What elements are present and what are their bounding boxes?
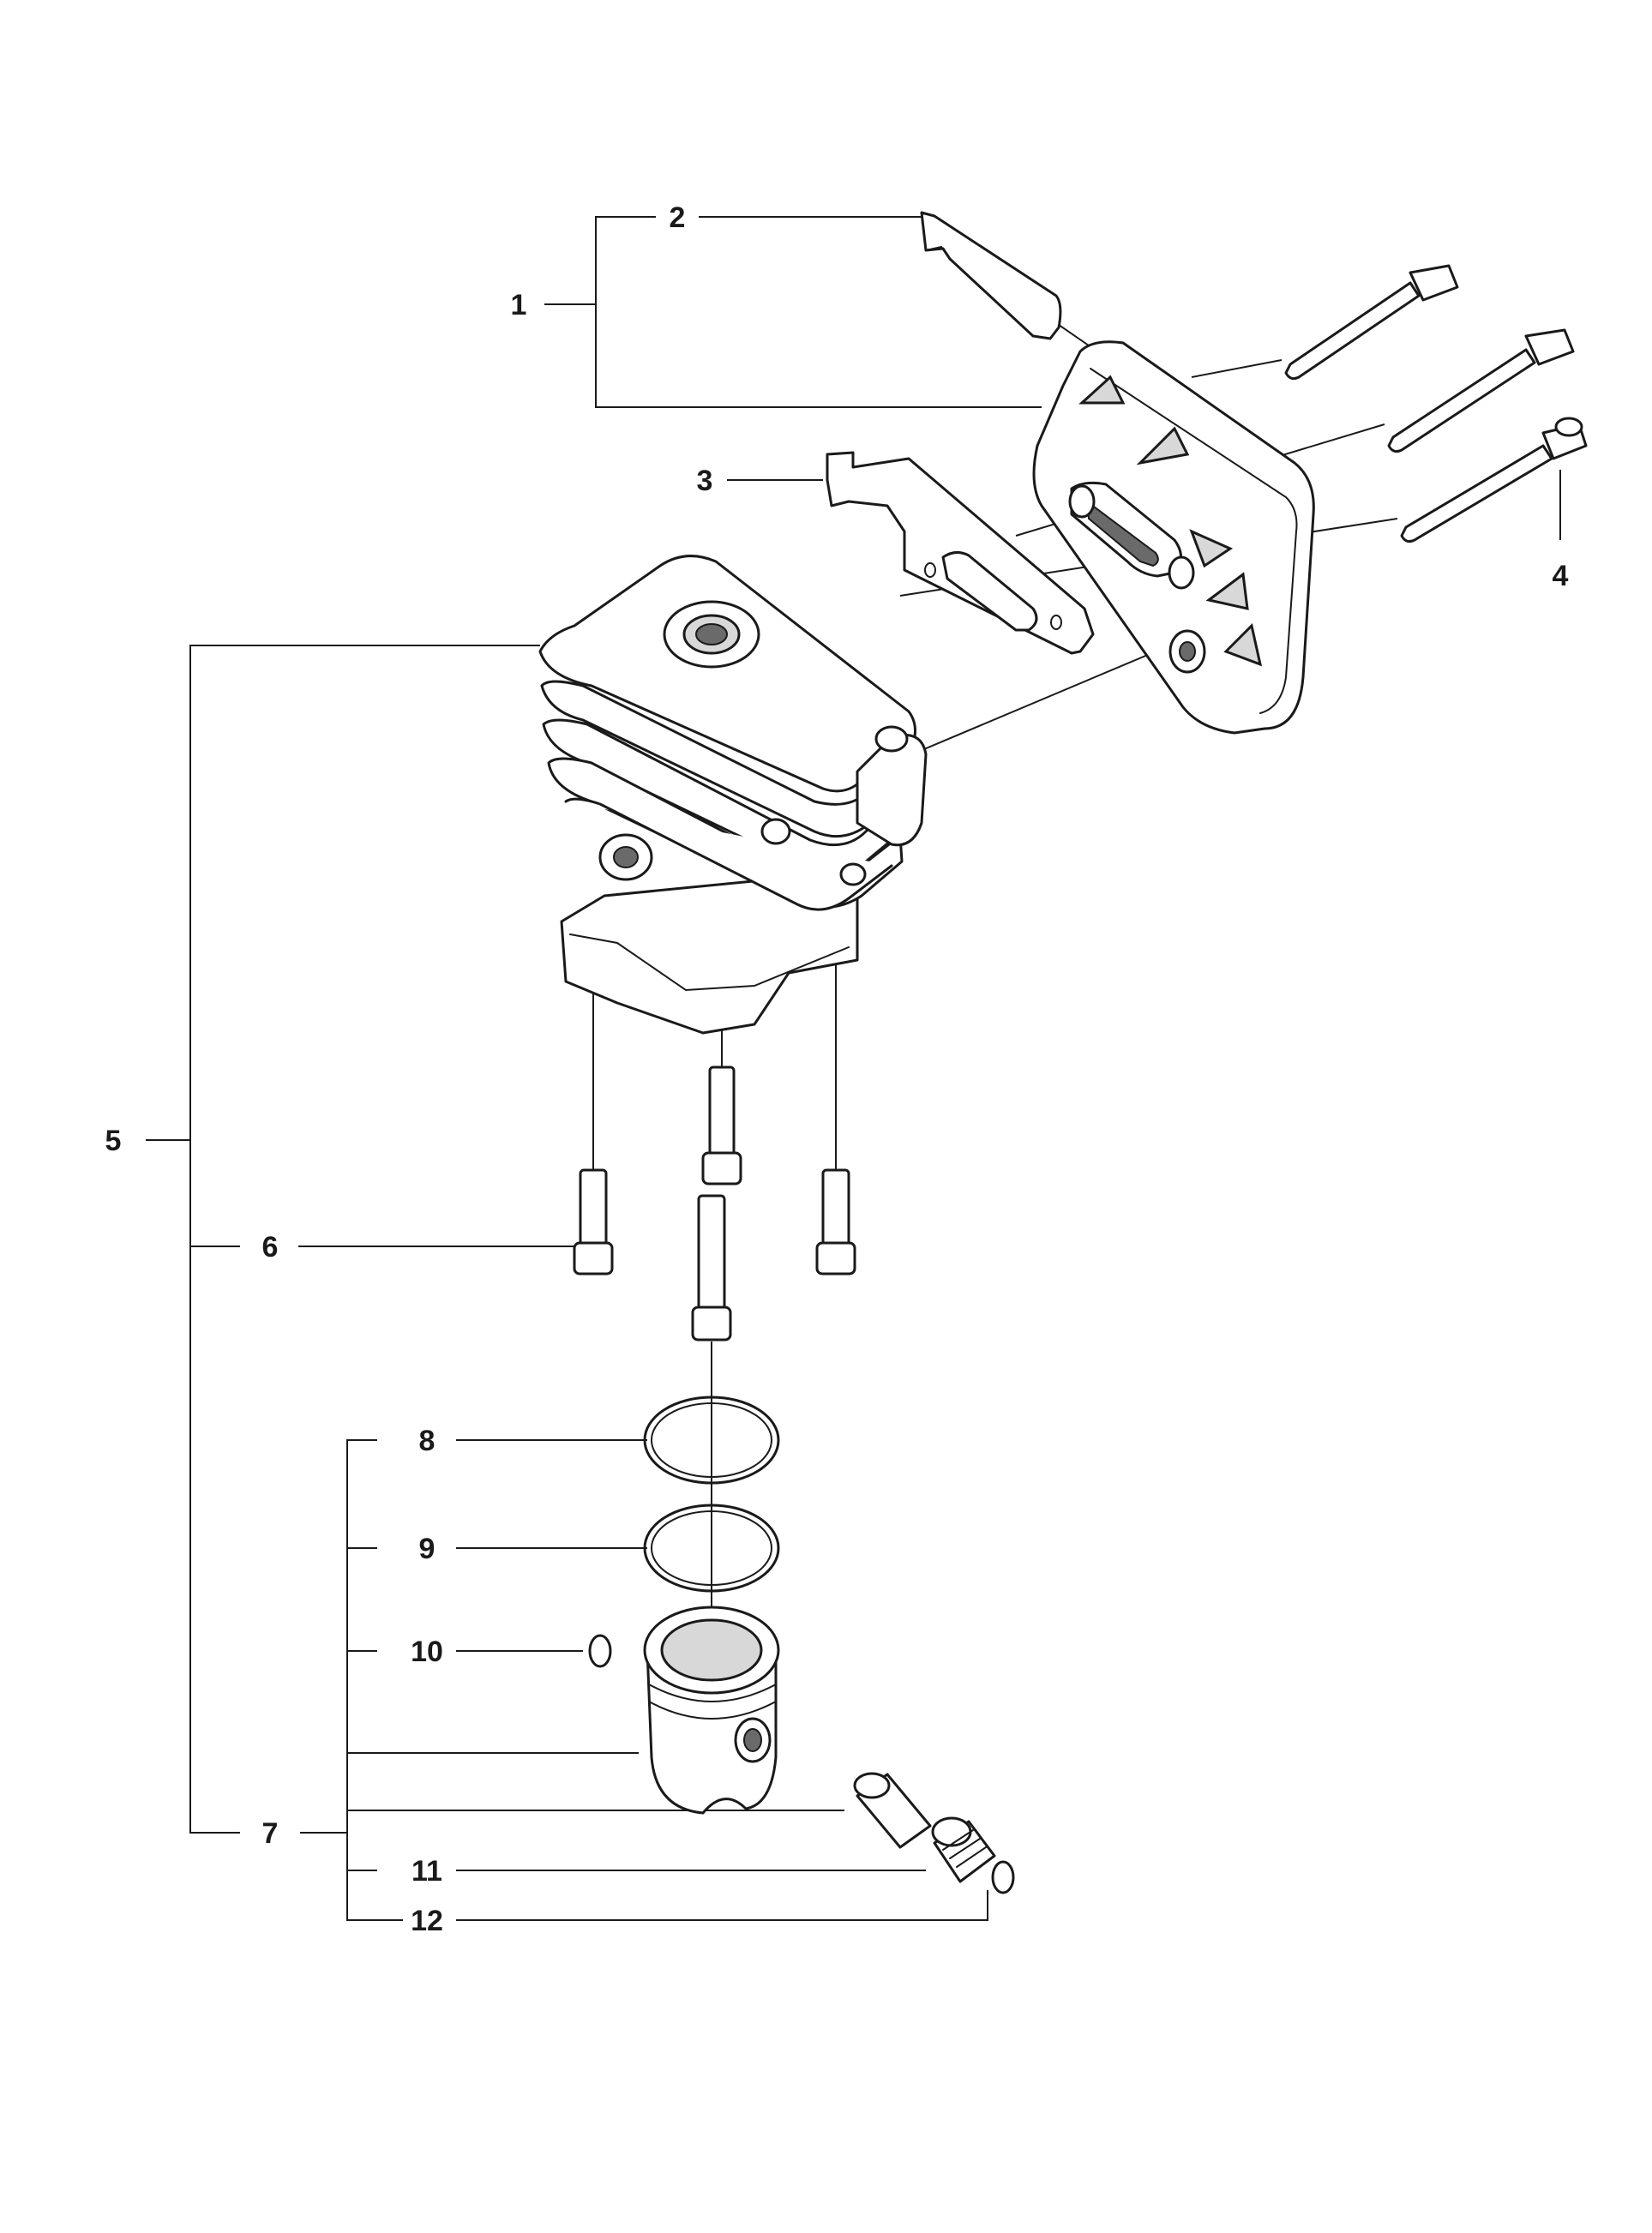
callout-1: 1 — [511, 289, 527, 321]
callout-9: 9 — [419, 1533, 436, 1565]
piston-part — [643, 1606, 780, 1815]
muffler-part — [1032, 340, 1315, 735]
bracket-1 — [595, 216, 1042, 408]
gasket-bracket-part — [826, 451, 1095, 655]
callout-11: 11 — [411, 1855, 442, 1888]
heat-shield-part — [920, 211, 1062, 340]
callout-10: 10 — [411, 1636, 443, 1668]
piston-pin-part — [853, 1772, 932, 1849]
callout-8: 8 — [419, 1425, 436, 1457]
callout-7: 7 — [262, 1817, 279, 1850]
cylinder-part — [538, 555, 928, 1035]
leader-lines — [146, 216, 1561, 1921]
callout-3: 3 — [697, 465, 713, 497]
axis-bolt-4 — [891, 646, 1167, 764]
callout-4: 4 — [1553, 560, 1569, 592]
callout-6: 6 — [262, 1231, 279, 1264]
callout-5: 5 — [105, 1125, 122, 1157]
needle-bearing-part — [931, 1816, 996, 1883]
muffler-bolts-part — [1284, 264, 1588, 543]
callout-labels: 1 2 3 4 5 6 7 8 9 10 11 12 — [105, 201, 1569, 1937]
leader-12b — [456, 1890, 988, 1921]
axis-bolt-1 — [1191, 359, 1283, 378]
callout-12: 12 — [411, 1905, 443, 1937]
cylinder-screws-part — [573, 1065, 856, 1342]
circlips-part — [588, 1634, 1015, 1894]
bracket-5 — [189, 645, 540, 1834]
bracket-7 — [346, 1439, 403, 1921]
callout-2: 2 — [670, 201, 686, 234]
piston-rings-part — [643, 1396, 780, 1593]
